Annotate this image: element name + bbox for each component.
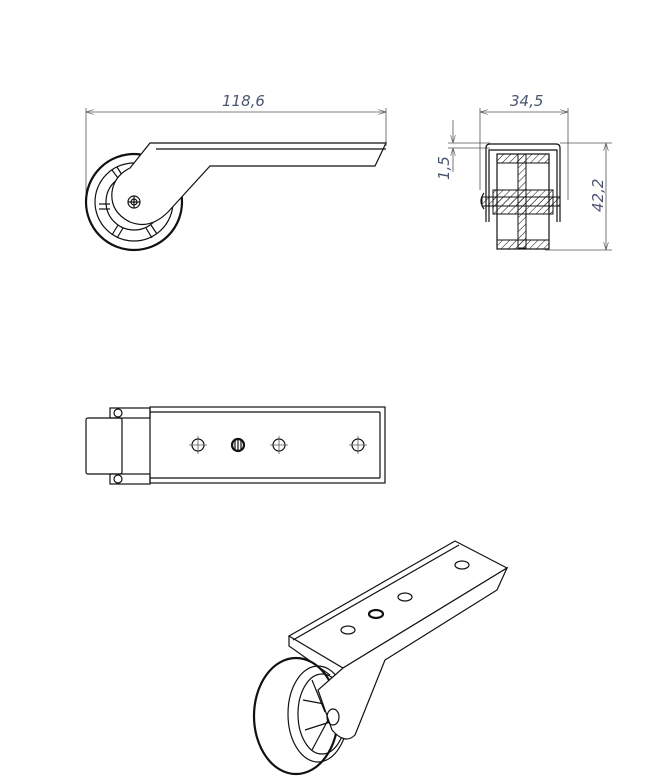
dimension-width-label: 34,5 [510,92,543,110]
axle-icon [326,708,340,726]
dimension-height-label: 42,2 [589,179,607,212]
top-view [85,406,386,485]
side-view: 118,6 [84,92,387,252]
dimension-length-label: 118,6 [222,92,265,110]
bracket-side-face [317,566,509,740]
dimension-offset-label: 1,5 [435,156,453,180]
bracket-arm [111,142,387,225]
isometric-view [252,540,509,776]
mounting-holes [189,436,367,454]
front-section-view: 34,5 42,2 1,5 [435,92,612,251]
